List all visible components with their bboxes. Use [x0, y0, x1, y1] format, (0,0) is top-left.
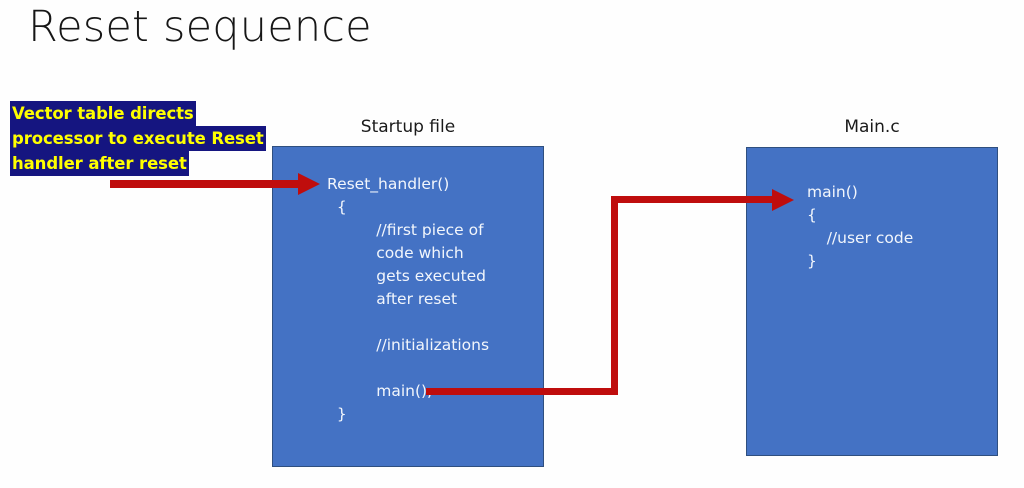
startup-file-code: Reset_handler() { //first piece of code …: [327, 175, 490, 423]
annotation-line-2: processor to execute Reset: [10, 126, 266, 151]
vector-table-annotation: Vector table directs processor to execut…: [10, 101, 266, 176]
page-title: Reset sequence: [28, 2, 372, 52]
arrow-main-call-head-icon: [772, 189, 794, 211]
annotation-line-3: handler after reset: [10, 151, 189, 176]
arrow-main-call-segment-horizontal-upper: [611, 196, 776, 203]
main-c-code: main() { //user code }: [807, 183, 914, 270]
annotation-line-1: Vector table directs: [10, 101, 196, 126]
arrow-callout-to-reset-handler-shaft: [110, 180, 302, 188]
arrow-callout-to-reset-handler-head-icon: [298, 173, 320, 195]
startup-file-caption: Startup file: [360, 117, 456, 137]
startup-file-box: Reset_handler() { //first piece of code …: [272, 146, 544, 467]
main-c-caption: Main.c: [844, 117, 900, 137]
arrow-main-call-segment-vertical: [611, 196, 618, 395]
arrow-main-call-segment-horizontal-lower: [426, 388, 618, 395]
